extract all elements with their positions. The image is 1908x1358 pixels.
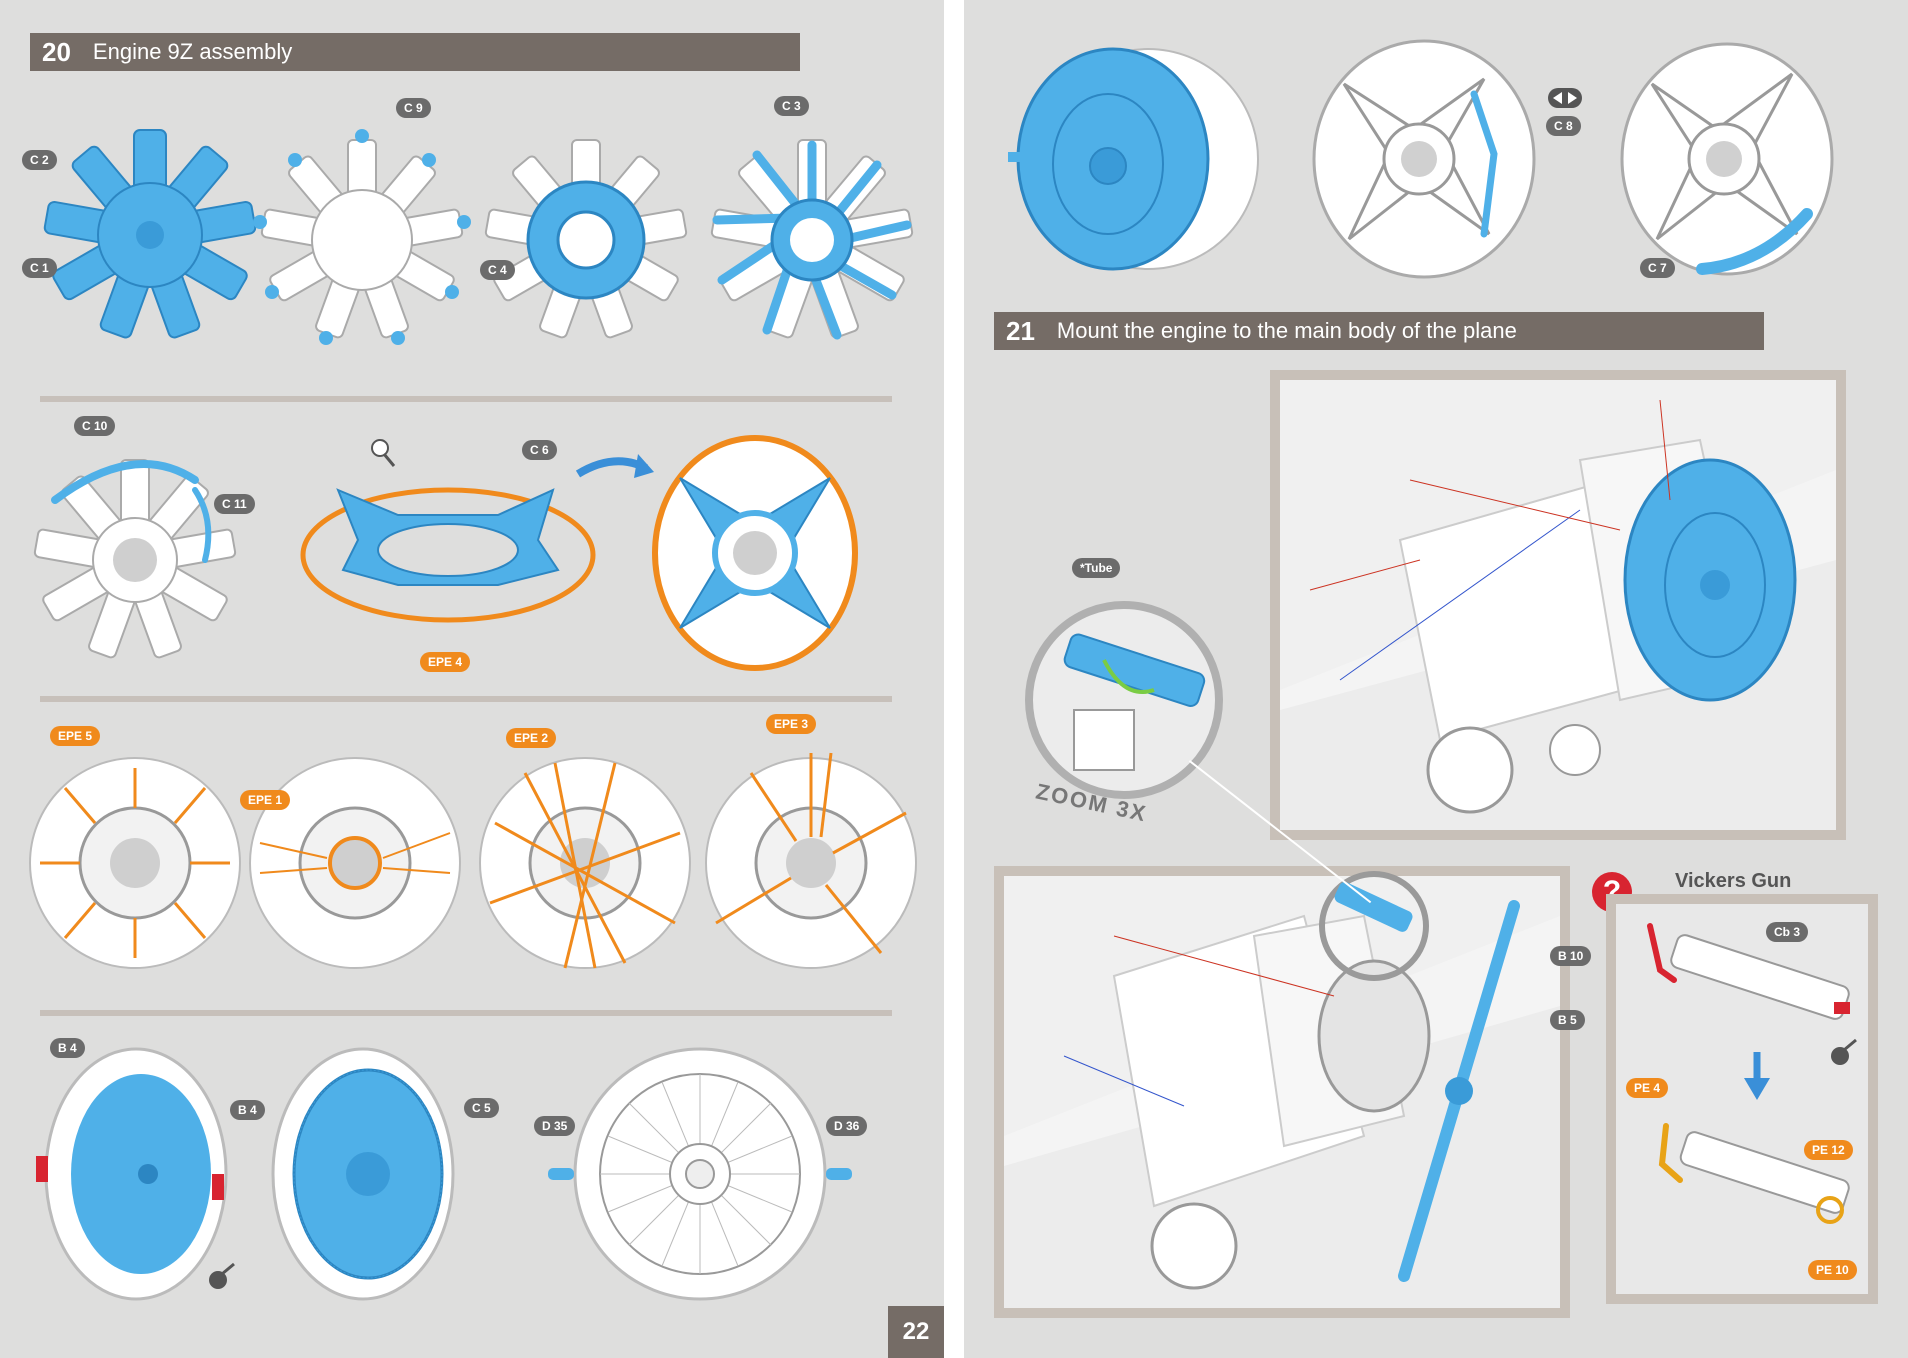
glue-brush-icon xyxy=(371,439,396,467)
part-tag-b5: B 5 xyxy=(1550,1010,1585,1030)
engine-with-cowl-illustration xyxy=(1008,47,1259,271)
step-20-title: Engine 9Z assembly xyxy=(92,39,293,64)
step-21-header: 21 Mount the engine to the main body of … xyxy=(994,312,1764,350)
part-tag-epe5: EPE 5 xyxy=(50,726,101,746)
part-tag-c9: C 9 xyxy=(396,98,431,118)
part-tag-b10: B 10 xyxy=(1550,946,1592,966)
cowl-c5-illustration xyxy=(271,1047,455,1301)
step-20-number: 20 xyxy=(42,36,71,67)
step-20-divider-2 xyxy=(40,696,892,702)
part-tag-pe12: PE 12 xyxy=(1804,1140,1853,1160)
part-tag-d36: D 36 xyxy=(826,1116,868,1136)
engine-c1-c2-illustration xyxy=(43,129,257,339)
plane-with-engine-illustration xyxy=(1280,380,1836,830)
engine-c8-illustration xyxy=(1312,39,1536,279)
part-tag-cb3: Cb 3 xyxy=(1766,922,1809,942)
arrow-icon xyxy=(1744,1052,1770,1100)
part-tag-pe4: PE 4 xyxy=(1626,1078,1669,1098)
part-tag-c10: C 10 xyxy=(74,416,116,436)
part-tag-c4: C 4 xyxy=(480,260,515,280)
engine-c4-illustration xyxy=(484,139,688,339)
part-tag-d35: D 35 xyxy=(534,1116,576,1136)
part-tag-epe4: EPE 4 xyxy=(420,652,471,672)
glue-brush-icon xyxy=(209,1262,235,1289)
vickers-gun-title: Vickers Gun xyxy=(1675,870,1792,892)
part-tag-c7: C 7 xyxy=(1640,258,1675,278)
engine-epe1-illustration xyxy=(249,757,461,969)
part-tag-pe10: PE 10 xyxy=(1808,1260,1857,1280)
step-20-divider-1 xyxy=(40,396,892,402)
step-20-divider-3 xyxy=(40,1010,892,1016)
glue-brush-icon xyxy=(1831,1038,1857,1065)
part-tag-c11: C 11 xyxy=(214,494,255,514)
cowl-front-d35-d36-illustration xyxy=(548,1047,852,1301)
engine-c7-illustration xyxy=(1620,42,1834,276)
engine-with-mount-illustration xyxy=(652,435,858,671)
engine-epe2-illustration xyxy=(479,757,691,969)
part-tag-c8: C 8 xyxy=(1546,116,1581,136)
part-tag-c2: C 2 xyxy=(22,150,57,170)
part-tag-c5: C 5 xyxy=(464,1098,499,1118)
engine-c3-illustration xyxy=(710,139,914,340)
part-tag-epe3: EPE 3 xyxy=(766,714,817,734)
engine-epe5-illustration xyxy=(29,757,241,969)
part-tag-b4-a: B 4 xyxy=(50,1038,85,1058)
step-21-number: 21 xyxy=(1006,315,1035,346)
part-tag-c1: C 1 xyxy=(22,258,57,278)
spread-gutter xyxy=(944,0,964,1358)
part-tag-b4-b: B 4 xyxy=(230,1100,265,1120)
part-tag-epe1: EPE 1 xyxy=(240,790,291,810)
vickers-gun-pe-illustration xyxy=(1658,1123,1850,1224)
step-21-title: Mount the engine to the main body of the… xyxy=(1056,318,1517,343)
part-tag-c3: C 3 xyxy=(774,96,809,116)
part-tag-c6: C 6 xyxy=(522,440,557,460)
engine-c9-illustration xyxy=(253,129,471,345)
part-tag-epe2: EPE 2 xyxy=(506,728,557,748)
cowl-b4-illustration xyxy=(36,1047,228,1301)
engine-c10-c11-illustration xyxy=(33,459,237,659)
zoom-detail-circle xyxy=(1025,601,1223,799)
plane-with-propeller-illustration xyxy=(1004,871,1560,1308)
vickers-gun-cb3-illustration xyxy=(1647,923,1850,1020)
step-20-header: 20 Engine 9Z assembly xyxy=(30,33,800,71)
mirror-arrows-icon xyxy=(1548,88,1582,108)
part-tag-tube: *Tube xyxy=(1072,558,1121,578)
engine-epe3-illustration xyxy=(705,752,917,969)
page-number: 22 xyxy=(888,1306,944,1358)
mount-ring-c6-illustration xyxy=(300,487,596,623)
arrow-icon xyxy=(575,454,654,478)
